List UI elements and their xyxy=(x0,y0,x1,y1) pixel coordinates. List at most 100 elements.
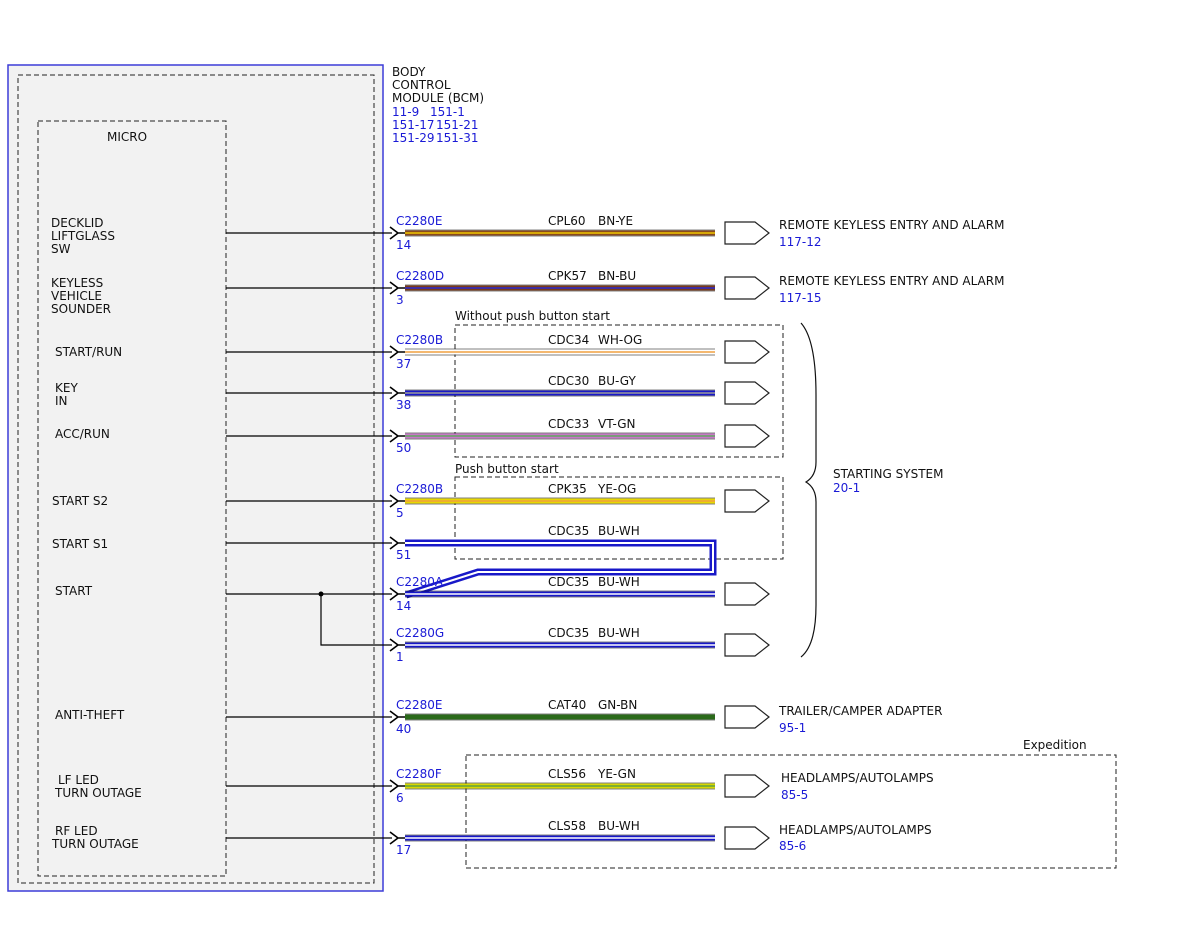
destination-ref-link[interactable]: 85-6 xyxy=(779,839,806,853)
connector-arrow-icon xyxy=(389,638,405,652)
push-start-group xyxy=(454,476,784,560)
connector-id[interactable]: C2280B xyxy=(396,482,443,496)
circuit-id: CLS58 xyxy=(548,819,586,833)
harness-terminal-icon xyxy=(724,826,770,850)
starting-system-label: STARTING SYSTEM xyxy=(833,467,943,481)
input-label-line: START xyxy=(55,584,93,598)
without-push-start-label: Without push button start xyxy=(455,309,610,323)
circuit-id: CDC30 xyxy=(548,374,589,388)
input-signal-label: START/RUN xyxy=(55,345,122,359)
destination-trailer-camper[interactable]: TRAILER/CAMPER ADAPTER 95-1 xyxy=(778,704,942,735)
input-label-line: TURN OUTAGE xyxy=(51,837,139,851)
destination-ref-link[interactable]: 117-15 xyxy=(779,291,822,305)
module-title-line-2: CONTROL xyxy=(392,78,451,92)
harness-terminal-icon xyxy=(724,489,770,513)
pin-number: 3 xyxy=(396,293,404,307)
harness-terminal-icon xyxy=(724,633,770,657)
connector-id[interactable]: C2280E xyxy=(396,214,443,228)
input-label-line: KEY xyxy=(55,381,78,395)
destination-ref-link[interactable]: 85-5 xyxy=(781,788,808,802)
wire-color-code: YE-GN xyxy=(597,767,636,781)
starting-system-ref-link[interactable]: 20-1 xyxy=(833,481,860,495)
micro-label: MICRO xyxy=(107,130,147,144)
module-ref-link[interactable]: 151-1 xyxy=(430,105,465,119)
connector-arrow-icon xyxy=(389,831,405,845)
input-label-line: ANTI-THEFT xyxy=(55,708,125,722)
circuit-id: CAT40 xyxy=(548,698,586,712)
harness-terminal-icon xyxy=(724,424,770,448)
destination-label: HEADLAMPS/AUTOLAMPS xyxy=(779,823,932,837)
circuit-id: CDC35 xyxy=(548,575,589,589)
cdc35-loop-jumper xyxy=(404,539,717,599)
connector-id[interactable]: C2280E xyxy=(396,698,443,712)
circuit-id: CPL60 xyxy=(548,214,586,228)
input-label-line: RF LED xyxy=(55,824,98,838)
wire-color-code: YE-OG xyxy=(597,482,636,496)
connector-id[interactable]: C2280B xyxy=(396,333,443,347)
input-signal-label: START S1 xyxy=(52,537,108,551)
splice-branch-line xyxy=(320,594,392,646)
push-start-label: Push button start xyxy=(455,462,559,476)
connector-id[interactable]: C2280D xyxy=(396,269,444,283)
module-ref-link[interactable]: 151-21 xyxy=(436,118,479,132)
harness-terminal-icon xyxy=(724,582,770,606)
input-label-line: ACC/RUN xyxy=(55,427,110,441)
pin-number: 38 xyxy=(396,398,411,412)
expedition-label: Expedition xyxy=(1023,738,1087,752)
connector-id[interactable]: C2280F xyxy=(396,767,442,781)
pin-number: 50 xyxy=(396,441,411,455)
expedition-group xyxy=(465,754,1117,869)
circuit-id: CDC35 xyxy=(548,524,589,538)
circuit-id: CLS56 xyxy=(548,767,586,781)
connector-arrow-icon xyxy=(389,386,405,400)
destination-label: REMOTE KEYLESS ENTRY AND ALARM xyxy=(779,274,1004,288)
wire-color-code: WH-OG xyxy=(598,333,642,347)
input-signal-label: ANTI-THEFT xyxy=(55,708,125,722)
connector-arrow-icon xyxy=(389,710,405,724)
destination-ref-link[interactable]: 117-12 xyxy=(779,235,822,249)
module-ref-link[interactable]: 151-29 xyxy=(392,131,435,145)
circuit-id: CPK35 xyxy=(548,482,587,496)
destination-ref-link[interactable]: 95-1 xyxy=(779,721,806,735)
connector-arrow-icon xyxy=(389,281,405,295)
circuit-id: CDC34 xyxy=(548,333,589,347)
module-title-line-1: BODY xyxy=(392,65,426,79)
connector-arrow-icon xyxy=(389,429,405,443)
input-signal-label: START S2 xyxy=(52,494,108,508)
connector-arrow-icon xyxy=(389,536,405,550)
destination-label: REMOTE KEYLESS ENTRY AND ALARM xyxy=(779,218,1004,232)
module-ref-link[interactable]: 151-31 xyxy=(436,131,479,145)
harness-terminal-icon xyxy=(724,340,770,364)
connector-id[interactable]: C2280G xyxy=(396,626,444,640)
wire-color-code: BU-WH xyxy=(598,575,640,589)
destination-remote-keyless-2[interactable]: REMOTE KEYLESS ENTRY AND ALARM 117-15 xyxy=(779,274,1004,305)
destination-label: HEADLAMPS/AUTOLAMPS xyxy=(781,771,934,785)
wire-color-code: BN-YE xyxy=(598,214,633,228)
connector-arrow-icon xyxy=(389,226,405,240)
destination-label: TRAILER/CAMPER ADAPTER xyxy=(778,704,942,718)
connector-arrow-icon xyxy=(389,587,405,601)
destination-headlamps-2[interactable]: HEADLAMPS/AUTOLAMPS 85-6 xyxy=(779,823,932,853)
harness-terminal-icon xyxy=(724,221,770,245)
module-ref-link[interactable]: 151-17 xyxy=(392,118,435,132)
connector-id[interactable]: C2280A xyxy=(396,575,444,589)
pin-number: 5 xyxy=(396,506,404,520)
destination-headlamps-1[interactable]: HEADLAMPS/AUTOLAMPS 85-5 xyxy=(781,771,934,802)
wire-color-code: BU-WH xyxy=(598,626,640,640)
destination-remote-keyless-1[interactable]: REMOTE KEYLESS ENTRY AND ALARM 117-12 xyxy=(779,218,1004,249)
wire-color-code: GN-BN xyxy=(598,698,637,712)
module-ref-link[interactable]: 11-9 xyxy=(392,105,419,119)
input-label-line: DECKLID xyxy=(51,216,104,230)
pin-number: 14 xyxy=(396,599,411,613)
